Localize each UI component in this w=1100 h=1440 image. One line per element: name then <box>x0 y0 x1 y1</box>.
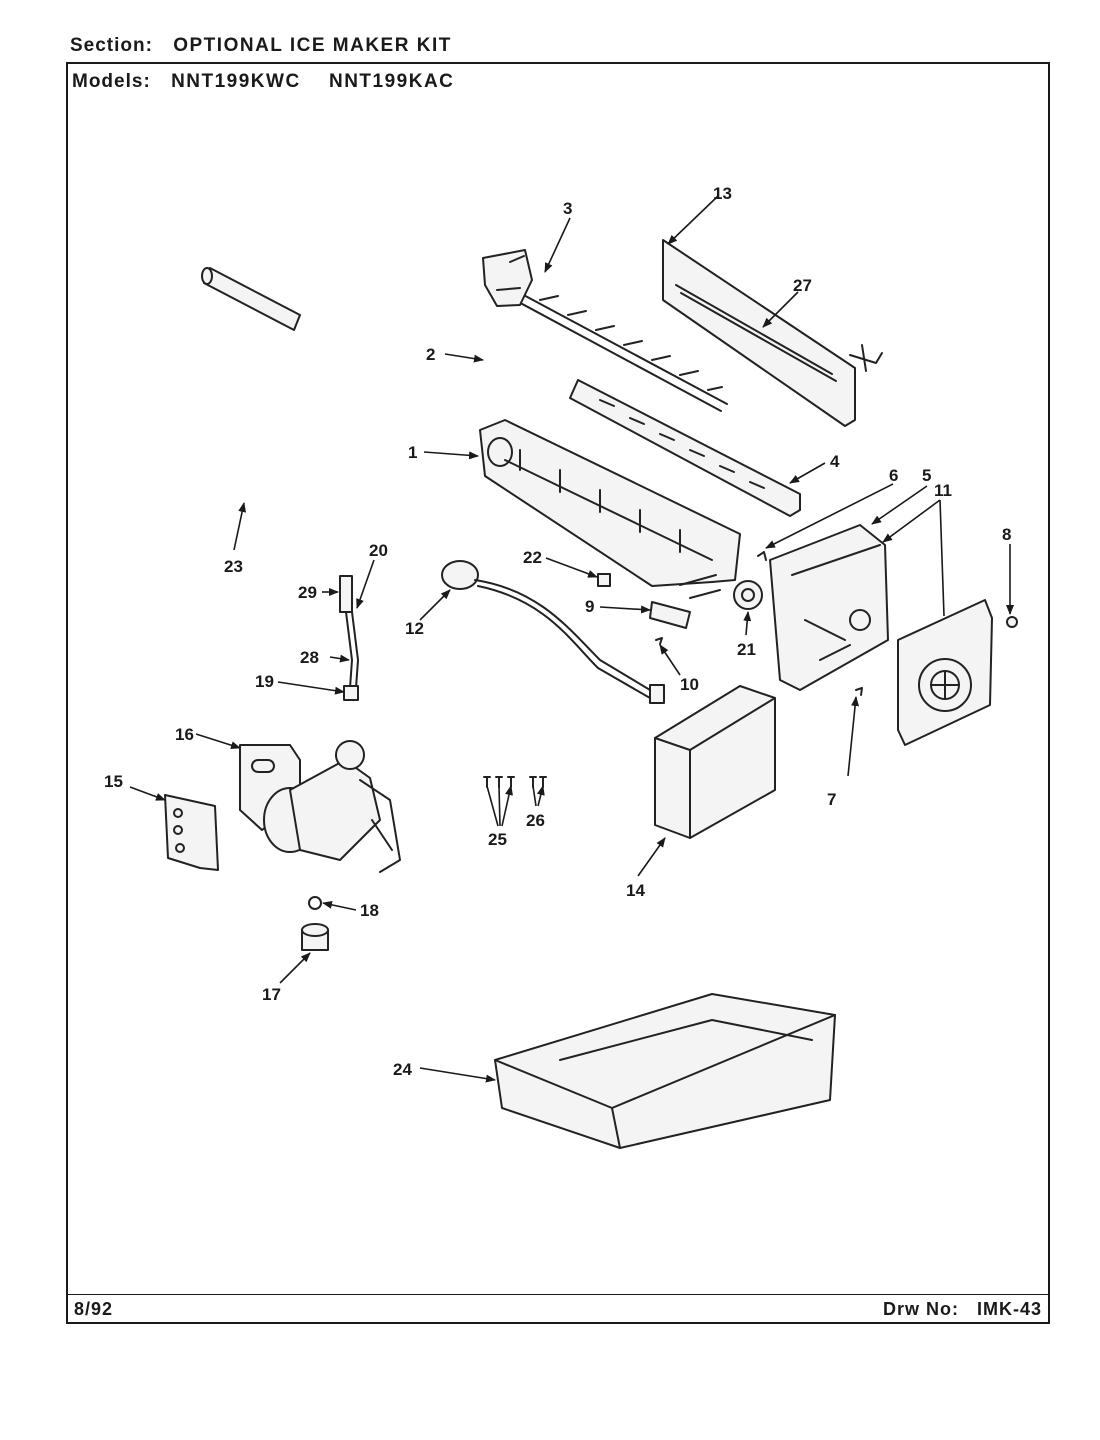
part-water-tube <box>339 575 359 701</box>
callout-17: 17 <box>262 985 281 1004</box>
part-screw <box>855 687 863 696</box>
callout-13: 13 <box>713 184 732 203</box>
section-value: OPTIONAL ICE MAKER KIT <box>173 35 452 56</box>
callout-25: 25 <box>488 830 507 849</box>
callout-2: 2 <box>426 345 435 364</box>
part-mounting-plate <box>649 601 691 629</box>
callout-29: 29 <box>298 583 317 602</box>
callout-11: 11 <box>934 481 952 500</box>
callout-19: 19 <box>255 672 274 691</box>
callout-23: 23 <box>224 557 243 576</box>
callout-24: 24 <box>393 1060 412 1079</box>
drawing-number-label: Drw No: <box>882 1299 959 1319</box>
part-strainer <box>301 923 329 951</box>
part-screws-group <box>483 776 547 788</box>
callout-3: 3 <box>563 199 572 218</box>
callout-6: 6 <box>889 466 898 485</box>
callout-21: 21 <box>737 640 756 659</box>
part-stripper <box>569 379 801 517</box>
drawing-number: Drw No: IMK-43 <box>883 1299 1042 1320</box>
callout-22: 22 <box>523 548 542 567</box>
section-header: Section: OPTIONAL ICE MAKER KIT <box>70 35 474 57</box>
part-washer <box>308 896 322 910</box>
part-motor <box>733 580 763 610</box>
part-screw <box>1006 616 1018 628</box>
callout-labels: 1 2 3 4 5 6 7 8 9 10 11 12 13 14 15 16 1… <box>104 184 1011 1079</box>
callout-20: 20 <box>369 541 388 560</box>
callout-4: 4 <box>830 452 840 471</box>
part-screw <box>655 637 663 645</box>
callout-10: 10 <box>680 675 699 694</box>
part-shutoff-plate <box>662 239 883 427</box>
models-header: Models: NNT199KWC NNT199KAC <box>72 71 476 93</box>
callout-18: 18 <box>360 901 379 920</box>
part-valve-bracket <box>164 794 219 871</box>
callout-7: 7 <box>827 790 836 809</box>
section-label: Section: <box>70 35 153 56</box>
model-number: NNT199KAC <box>328 71 455 92</box>
callout-15: 15 <box>104 772 123 791</box>
drawing-frame <box>66 62 1050 1324</box>
footer-date: 8/92 <box>74 1299 114 1319</box>
part-housing <box>769 524 889 691</box>
part-screw <box>757 551 767 561</box>
callout-14: 14 <box>626 881 645 900</box>
part-ejector <box>499 284 728 412</box>
callout-28: 28 <box>300 648 319 667</box>
callout-9: 9 <box>585 597 594 616</box>
callout-5: 5 <box>922 466 931 485</box>
callout-16: 16 <box>175 725 194 744</box>
part-thermostat-harness <box>441 560 665 704</box>
part-fill-tube <box>201 267 301 331</box>
part-ice-bin <box>494 993 836 1149</box>
models-label: Models: <box>72 71 151 92</box>
part-cover <box>897 599 993 746</box>
part-insulator <box>654 685 776 839</box>
callout-26: 26 <box>526 811 545 830</box>
callout-27: 27 <box>793 276 812 295</box>
model-number: NNT199KWC <box>171 71 301 92</box>
part-mold <box>479 419 741 599</box>
callout-8: 8 <box>1002 525 1011 544</box>
part-water-valve <box>239 740 401 873</box>
part-small-clip <box>597 573 611 587</box>
drawing-number-value: IMK-43 <box>976 1299 1042 1319</box>
leader-lines <box>129 195 1014 1083</box>
callout-1: 1 <box>408 443 417 462</box>
callout-12: 12 <box>405 619 424 638</box>
footer-rule <box>66 1294 1050 1295</box>
part-bracket <box>482 249 533 307</box>
